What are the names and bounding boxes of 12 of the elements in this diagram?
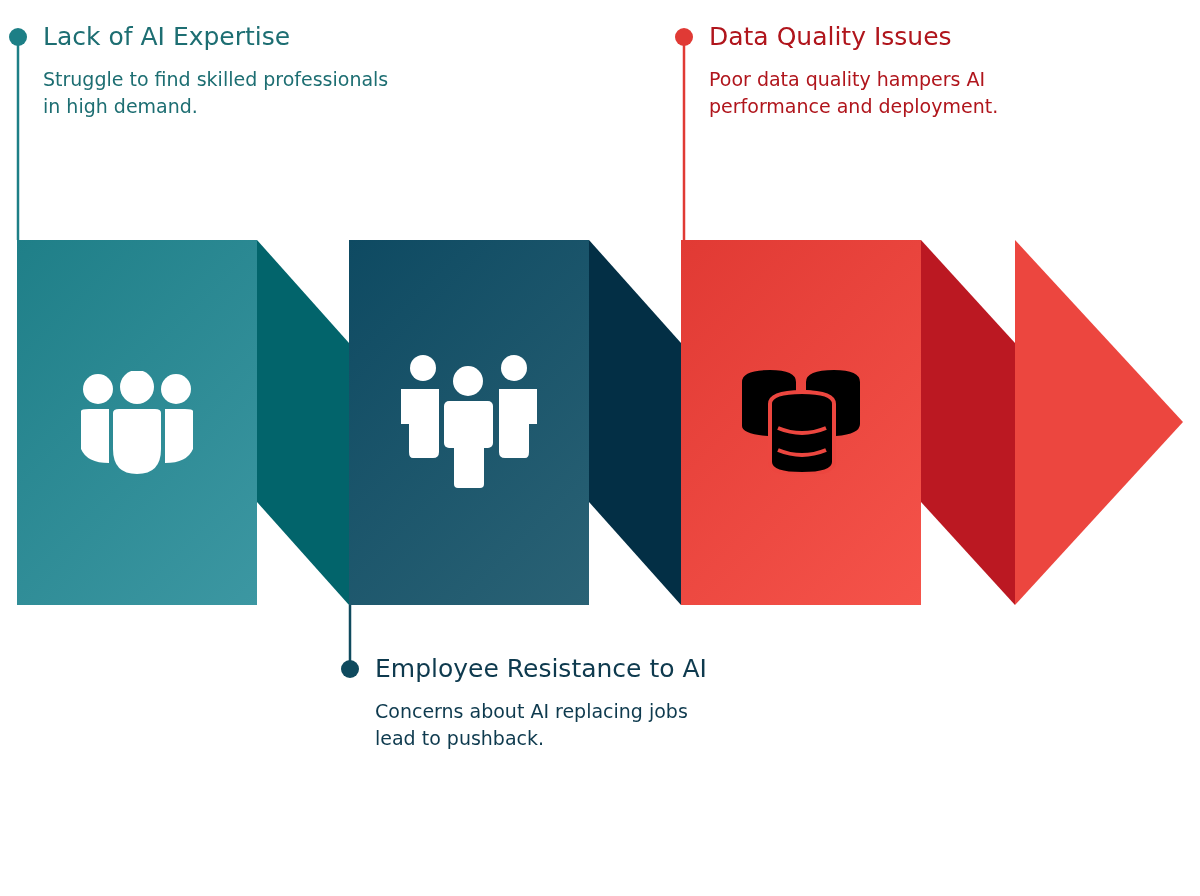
ribbon-panel bbox=[349, 240, 589, 605]
callout-heading: Lack of AI Expertise bbox=[43, 22, 291, 51]
ribbon-panel bbox=[681, 240, 921, 605]
callout-heading: Data Quality Issues bbox=[709, 22, 952, 51]
callout-description: Poor data quality hampers AI performance and deployment. bbox=[709, 68, 999, 117]
leader-line bbox=[675, 28, 693, 240]
leader-line bbox=[9, 28, 27, 240]
leader-line bbox=[341, 605, 359, 678]
callout-description: Concerns about AI replacing jobs lead to pushback. bbox=[375, 700, 688, 749]
callout-heading: Employee Resistance to AI bbox=[375, 654, 707, 683]
callout-description: Struggle to find skilled professionals in high demand. bbox=[43, 68, 389, 117]
ribbon-panel bbox=[17, 240, 257, 605]
